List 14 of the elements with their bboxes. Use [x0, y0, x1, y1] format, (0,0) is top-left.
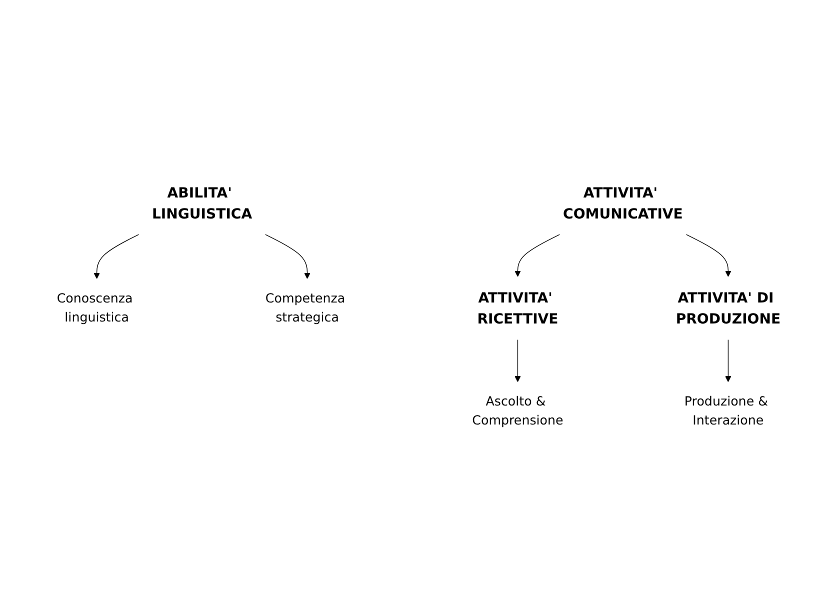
arrow: [514, 234, 560, 277]
node-text: Competenza strategica: [265, 291, 346, 325]
node-text: ATTIVITA' DI PRODUZIONE: [676, 289, 781, 328]
arrow: [514, 339, 521, 382]
arrow: [94, 234, 140, 279]
node-text: Produzione & Interazione: [684, 394, 768, 428]
node-text: ATTIVITA' RICETTIVE: [477, 289, 558, 328]
arrow: [686, 234, 732, 277]
node-text: ABILITA' LINGUISTICA: [152, 184, 252, 222]
node-text: Conoscenza linguistica: [56, 291, 133, 325]
node-text: ATTIVITA' COMUNICATIVE: [563, 184, 683, 222]
node-text: Ascolto & Comprensione: [472, 394, 564, 428]
arrow: [725, 339, 732, 382]
arrow: [264, 234, 310, 279]
